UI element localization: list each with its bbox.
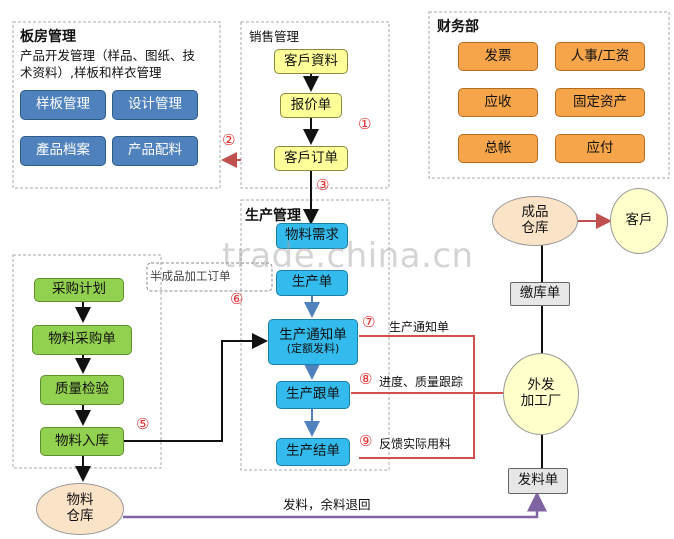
node-quality-inspection[interactable]: 质量检验 bbox=[40, 375, 124, 405]
semi-order-frame bbox=[146, 262, 273, 292]
annotation-7: 生产通知单 bbox=[389, 320, 450, 334]
board-section-title: 板房管理 bbox=[20, 29, 76, 45]
material-warehouse-line1: 物料 bbox=[66, 492, 94, 509]
node-hr-payroll[interactable]: 人事/工资 bbox=[555, 42, 645, 71]
node-production-notice[interactable]: 生产通知单 (定额发料) bbox=[268, 319, 358, 365]
step-8: ⑧ bbox=[359, 370, 373, 388]
board-section-desc-1: 产品开发管理（样品、图纸、技 bbox=[20, 48, 196, 63]
step-5: ⑤ bbox=[136, 415, 150, 433]
node-design-mgmt[interactable]: 设计管理 bbox=[112, 90, 198, 120]
node-production-settlement[interactable]: 生产结单 bbox=[276, 438, 350, 466]
node-material-requirement[interactable]: 物料需求 bbox=[276, 223, 348, 249]
node-issue-doc[interactable]: 发料单 bbox=[508, 468, 568, 494]
annotation-9: 反馈实际用料 bbox=[379, 437, 452, 451]
sales-section-frame bbox=[240, 21, 390, 189]
annotation-8: 进度、质量跟踪 bbox=[379, 375, 464, 389]
semi-order-label: 半成品加工订单 bbox=[150, 269, 231, 283]
step-9: ⑨ bbox=[359, 432, 373, 450]
node-purchase-plan[interactable]: 采购计划 bbox=[34, 278, 124, 302]
production-section-title: 生产管理 bbox=[245, 208, 301, 224]
line-bottom bbox=[123, 491, 547, 519]
node-invoice[interactable]: 发票 bbox=[458, 42, 538, 71]
arrow-to-notice bbox=[124, 333, 268, 442]
step-3: ③ bbox=[316, 176, 330, 194]
node-outsource-factory[interactable]: 外发 加工厂 bbox=[503, 353, 579, 435]
node-customer-data[interactable]: 客戶資料 bbox=[274, 49, 348, 74]
goods-warehouse-line2: 仓库 bbox=[521, 220, 549, 236]
finance-section-title: 财务部 bbox=[437, 19, 479, 35]
goods-warehouse-line1: 成品 bbox=[521, 204, 549, 221]
node-receivable[interactable]: 应收 bbox=[458, 88, 538, 117]
outsource-line2: 加工厂 bbox=[520, 393, 562, 409]
step-7: ⑦ bbox=[362, 313, 376, 331]
node-customer-order[interactable]: 客戶订单 bbox=[274, 146, 348, 171]
step-2: ② bbox=[222, 131, 236, 149]
node-product-materials[interactable]: 产品配料 bbox=[112, 136, 198, 166]
outsource-line1: 外发 bbox=[527, 377, 555, 394]
line-7 bbox=[359, 335, 475, 459]
annotation-bottom: 发料，余料退回 bbox=[283, 497, 371, 512]
node-production-notice-line1: 生产通知单 bbox=[279, 326, 347, 343]
node-stock-in-doc[interactable]: 缴库单 bbox=[510, 282, 570, 306]
node-purchase-order[interactable]: 物料采购单 bbox=[32, 325, 132, 355]
node-product-archive[interactable]: 產品档案 bbox=[20, 136, 106, 166]
node-quotation[interactable]: 报价单 bbox=[280, 93, 342, 118]
node-material-warehouse[interactable]: 物料 仓库 bbox=[36, 483, 124, 535]
board-section-frame bbox=[12, 21, 221, 189]
node-customer[interactable]: 客戶 bbox=[610, 188, 668, 254]
step-1: ① bbox=[358, 115, 372, 133]
material-warehouse-line2: 仓库 bbox=[66, 508, 94, 524]
node-material-stock-in[interactable]: 物料入库 bbox=[40, 427, 124, 456]
node-production-order[interactable]: 生产单 bbox=[276, 270, 348, 296]
node-production-notice-line2: (定额发料) bbox=[286, 342, 340, 356]
step-6: ⑥ bbox=[230, 290, 244, 308]
board-section-desc-2: 术资料）,样板和样衣管理 bbox=[20, 65, 162, 80]
watermark: trade.china.cn bbox=[222, 236, 474, 276]
node-goods-warehouse[interactable]: 成品 仓库 bbox=[492, 196, 578, 246]
node-template-mgmt[interactable]: 样板管理 bbox=[20, 90, 106, 120]
node-general-ledger[interactable]: 总帐 bbox=[458, 134, 538, 163]
node-production-tracking[interactable]: 生产跟单 bbox=[276, 381, 350, 409]
node-fixed-assets[interactable]: 固定资产 bbox=[555, 88, 645, 117]
sales-section-title: 销售管理 bbox=[249, 29, 300, 44]
finance-section-frame bbox=[428, 11, 670, 179]
node-payable[interactable]: 应付 bbox=[555, 134, 645, 163]
